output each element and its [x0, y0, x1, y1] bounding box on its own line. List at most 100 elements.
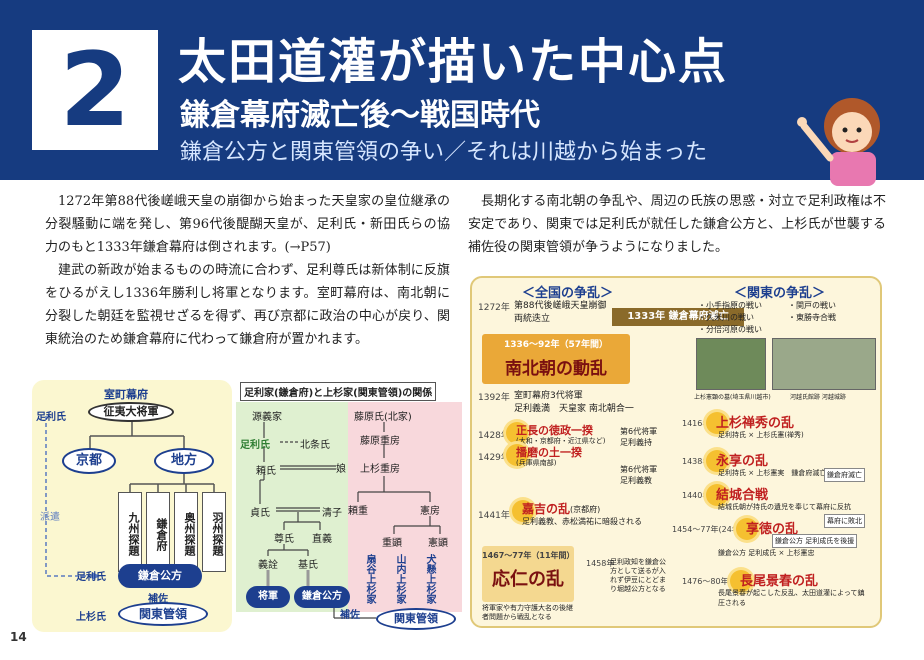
ushu-tandai: 羽州探題	[202, 492, 226, 572]
sun-icon	[706, 484, 728, 506]
war-nagao-text: 長尾景春が起こした反乱、太田道灌によって鎮圧される	[718, 589, 865, 607]
war-zenshu: 上杉禅秀の乱	[716, 416, 795, 431]
kanto-note: 鎌倉府滅亡	[824, 468, 865, 482]
sun-icon	[730, 570, 752, 592]
event-1458: 足利政知を鎌倉公方として送るが入れず伊豆にとどまり堀越公方となる	[610, 558, 666, 593]
kanto-list-item: ・関戸の戦い	[788, 301, 836, 310]
nanboku-label: 南北朝の動乱	[505, 359, 607, 379]
fujiwara-shigefusa: 藤原重房	[360, 436, 400, 447]
body-column-right: 長期化する南北朝の争乱や、周辺の氏族の思惑・対立で足利政権は不安定であり、関東で…	[468, 190, 886, 259]
shogun-6-yoshinori: 第6代将軍 足利義教	[620, 465, 658, 485]
sun-icon	[706, 412, 728, 434]
ashikaga-label-2: 足利氏	[76, 572, 106, 583]
paragraph: 長期化する南北朝の争乱や、周辺の氏族の思惑・対立で足利政権は不安定であり、関東で…	[468, 194, 886, 255]
kanto-note: 鎌倉公方 足利成氏を後援	[772, 534, 858, 548]
muromachi-structure-diagram: 室町幕府 足利氏 征夷大将軍 京都 地方 九州探題 鎌倉府 奥州探題 羽州探題 …	[32, 380, 232, 632]
ogigayatsu-uesugi: 扇谷上杉家	[364, 554, 375, 604]
bakufu-metsubo-box: 1333年 鎌倉幕府滅亡	[612, 308, 744, 326]
kanto-list-item: ・東勝寺合戦	[788, 313, 836, 322]
page-header: 2 太田道灌が描いた中心点 鎌倉幕府滅亡後〜戦国時代 鎌倉公方と関東管領の争い／…	[0, 0, 924, 186]
war-shocho-note: (大和・京都府・近江県など)	[516, 437, 606, 445]
kiyoko: 清子	[322, 508, 342, 519]
yorishige: 頼重	[348, 506, 368, 517]
page-title: 太田道灌が描いた中心点	[178, 34, 729, 90]
year-1392: 1392年	[478, 393, 510, 403]
kyoto-oval: 京都	[62, 448, 116, 474]
kanto-kanrei-oval: 関東管領	[118, 602, 208, 626]
war-eikyo-text: 足利持氏 × 上杉憲実 鎌倉府滅亡	[718, 469, 827, 477]
family-lines	[259, 422, 441, 619]
shogun-pill: 将軍	[246, 586, 290, 608]
kamakura-kubo-pill: 鎌倉公方	[118, 564, 202, 588]
paragraph: 建武の新政が始まるものの時流に合わず、足利尊氏は新体制に反旗をひるがえし1336…	[45, 263, 450, 347]
page-tagline: 鎌倉公方と関東管領の争い／それは川越から始まった	[180, 140, 708, 165]
tadayoshi: 直義	[312, 534, 332, 545]
family-relationship-diagram: 足利家(鎌倉府)と上杉家(関東管領)の関係	[236, 380, 464, 632]
hojo-clan: 北条氏	[300, 440, 330, 451]
motouji: 基氏	[298, 560, 318, 571]
war-shocho: 正長の徳政一揆	[516, 424, 593, 437]
kamakurafu: 鎌倉府	[146, 492, 170, 572]
hosa-label-2: 補佐	[340, 610, 360, 621]
mascot-illustration	[797, 98, 880, 186]
chiho-oval: 地方	[154, 448, 214, 474]
uesugi-panel	[348, 402, 462, 612]
photo-caption-2: 河越氏館跡 河越城跡	[790, 394, 846, 401]
event-1441: 足利義教、赤松満祐に暗殺される	[522, 517, 642, 526]
ashikaga-panel	[236, 402, 348, 612]
haken-label: 派遣	[40, 512, 60, 523]
war-yuki: 結城合戦	[716, 488, 769, 503]
kanto-list-item: ・分倍河原の戦い	[698, 325, 762, 334]
yoriuji: 頼氏	[256, 466, 276, 477]
year-1458: 1458年	[586, 559, 615, 568]
kanto-list-item: ・久米川の戦い	[698, 313, 754, 322]
year-1441: 1441年	[478, 511, 510, 521]
kubo-pill: 鎌倉公方	[294, 586, 350, 608]
inukake-uesugi: 犬懸上杉家	[424, 554, 435, 604]
war-kakitsu: 嘉吉の乱	[522, 502, 571, 516]
nanboku-years: 1336〜92年（57年間）	[503, 340, 609, 350]
noriaki: 憲顕	[428, 538, 448, 549]
page-number: 14	[10, 630, 27, 644]
event-1272: 第88代後嵯峨天皇崩御 両統迭立	[514, 301, 607, 324]
timeline-panel: ＜全国の争乱＞ ＜関東の争乱＞ 1272年 第88代後嵯峨天皇崩御 両統迭立 1…	[470, 276, 882, 628]
family-diagram-title: 足利家(鎌倉府)と上杉家(関東管領)の関係	[240, 382, 437, 401]
metsubo-label: 鎌倉幕府滅亡	[668, 311, 729, 322]
war-nagao: 長尾景春の乱	[740, 574, 819, 589]
year-1416: 1416年	[682, 419, 711, 428]
muromachi-title: 室町幕府	[104, 388, 148, 401]
norifusa: 憲房	[420, 506, 440, 517]
kanto-conflicts-heading: ＜関東の争乱＞	[734, 286, 826, 301]
year-1438: 1438年	[682, 457, 711, 466]
war-kakitsu-note: (京都府)	[570, 505, 601, 514]
sun-icon	[736, 518, 758, 540]
onin-years: 1467〜77年（11年間）	[482, 551, 575, 560]
page-subtitle: 鎌倉幕府滅亡後〜戦国時代	[180, 98, 540, 133]
sun-icon	[506, 422, 528, 444]
war-eikyo: 永享の乱	[716, 454, 769, 469]
yamanouchi-uesugi: 山内上杉家	[394, 554, 405, 604]
ashikaga-clan-label: 足利氏	[240, 440, 270, 451]
sun-icon	[706, 450, 728, 472]
onin-label: 応仁の乱	[492, 569, 564, 590]
war-harima-note: (兵庫県南部)	[516, 459, 557, 467]
yoshiakira: 義詮	[258, 560, 278, 571]
paragraph: 1272年第88代後嵯峨天皇の崩御から始まった天皇家の皇位継承の分裂騒動に端を発…	[45, 194, 450, 255]
kanrei-oval: 関東管領	[376, 608, 456, 630]
war-kyotoku: 享徳の乱	[746, 522, 799, 537]
event-1392: 室町幕府3代将軍 足利義満 天皇家 南北朝合一	[514, 391, 634, 414]
sadauji: 貞氏	[250, 508, 270, 519]
war-yuki-text: 結城氏朝が持氏の遺児を奉じて幕府に反抗	[718, 503, 851, 511]
uesugi-shigefusa: 上杉重房	[360, 464, 400, 475]
kanto-list-item: ・小手指原の戦い	[698, 301, 762, 310]
photo-grave	[696, 338, 766, 390]
takauji: 尊氏	[274, 534, 294, 545]
chapter-number: 2	[32, 30, 158, 150]
genji-yoshiie: 源義家	[252, 412, 282, 423]
kanto-note: 幕府に敗北	[824, 514, 865, 528]
shigeaki: 重顕	[382, 538, 402, 549]
photo-castle-ruins	[772, 338, 876, 390]
sun-icon	[506, 444, 528, 466]
onin-box: 1467〜77年（11年間） 応仁の乱	[482, 546, 575, 602]
shogun-oval: 征夷大将軍	[88, 402, 174, 422]
